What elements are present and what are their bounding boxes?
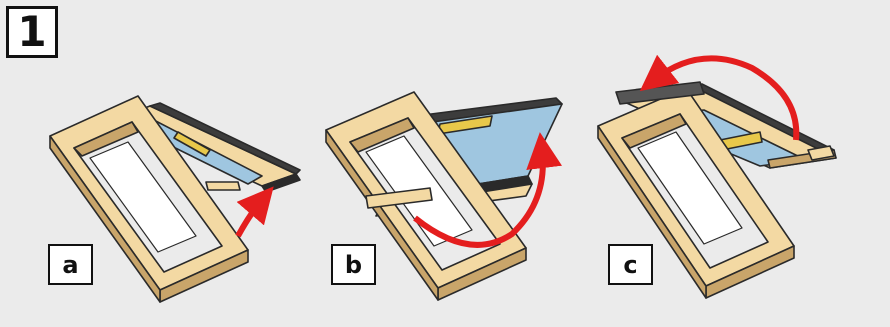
panel-label-text: a: [62, 253, 78, 277]
panel-label-c: c: [608, 244, 653, 285]
panel-label-text: b: [345, 253, 362, 277]
curved-arrow-icon: [238, 200, 262, 236]
panel-label-text: c: [623, 253, 637, 277]
panel-label-b: b: [331, 244, 376, 285]
panel-label-a: a: [48, 244, 93, 285]
